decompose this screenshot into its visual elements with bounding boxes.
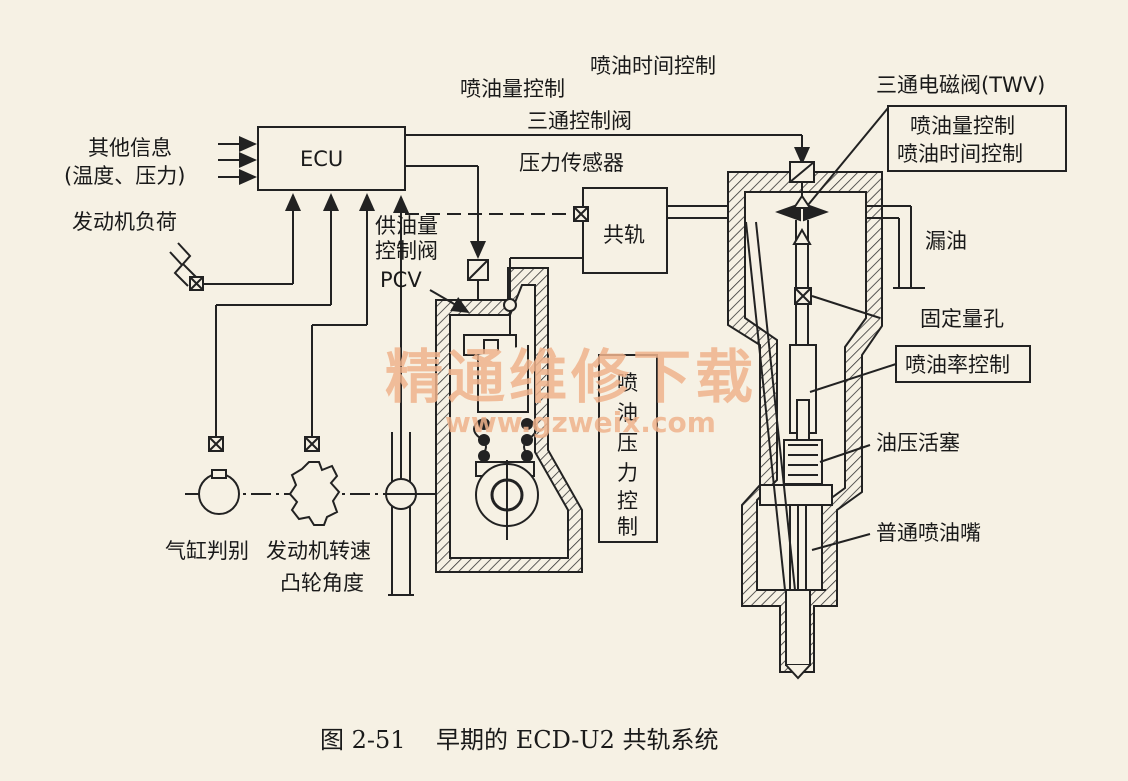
- speed-sensor-line: [304, 193, 375, 452]
- engine-load-sensor: [169, 193, 301, 291]
- fixed-orifice-label: 固定量孔: [920, 307, 1004, 331]
- other-info-label-1: 其他信息: [88, 136, 172, 160]
- pressure-ctrl-char: 压: [617, 431, 638, 455]
- engine-load-label: 发动机负荷: [72, 210, 177, 234]
- injector-body: [727, 161, 925, 680]
- inj-time-label: 喷油时间控制: [590, 54, 716, 78]
- orifice-leader: [811, 295, 881, 319]
- pressure-ctrl-char: 力: [617, 461, 638, 485]
- cyl-discrim-label: 气缸判别: [165, 539, 249, 563]
- common-rail: [405, 187, 790, 274]
- pcv-valve: [405, 165, 489, 314]
- common-rail-label: 共轨: [603, 223, 645, 247]
- hydraulic-piston-label: 油压活塞: [876, 431, 960, 455]
- watermark-url: www.gzweix.com: [445, 406, 716, 439]
- supply-valve-label-1: 供油量: [375, 214, 438, 238]
- ecu-label: ECU: [300, 147, 343, 171]
- figure-caption: 图 2-51 早期的 ECD-U2 共轨系统: [320, 726, 719, 754]
- cam-angle-sensor: [385, 432, 417, 596]
- inj-rate-leader: [809, 363, 897, 393]
- pressure-ctrl-box: [598, 354, 658, 543]
- pressure-ctrl-char: 制: [617, 515, 638, 539]
- supply-pump: [435, 257, 583, 573]
- other-info-arrows: [218, 136, 257, 185]
- twv-label: 三通电磁阀(TWV): [876, 73, 1045, 97]
- three-way-valve-label: 三通控制阀: [527, 109, 632, 133]
- pressure-sensor-label: 压力传感器: [519, 151, 624, 175]
- twv-ctrl-box: [887, 105, 1067, 172]
- twv-box-inj-time: 喷油时间控制: [897, 142, 1023, 166]
- engine-speed-label: 发动机转速: [266, 539, 371, 563]
- inj-qty-label: 喷油量控制: [460, 77, 565, 101]
- piston-leader: [819, 444, 871, 463]
- supply-valve-label-2: 控制阀: [375, 239, 438, 263]
- leak-oil-label: 漏油: [925, 229, 967, 253]
- cam-angle-label: 凸轮角度: [280, 571, 364, 595]
- pressure-ctrl-char: 油: [617, 401, 638, 425]
- pcv-label: PCV: [380, 268, 422, 292]
- normal-nozzle-label: 普通喷油嘴: [876, 521, 981, 545]
- inj-rate-label: 喷油率控制: [905, 353, 1010, 377]
- twv-box-inj-qty: 喷油量控制: [910, 114, 1015, 138]
- pressure-ctrl-char: 喷: [617, 371, 638, 395]
- cyl-discrim-rotor: [198, 469, 240, 515]
- engine-speed-gear: [288, 461, 341, 526]
- nozzle-leader: [811, 533, 871, 551]
- ecu-box: [257, 126, 406, 191]
- cyl-sensor-line: [208, 193, 339, 452]
- other-info-label-2: (温度、压力): [64, 164, 185, 188]
- pressure-ctrl-text: 喷 油 压 力 控 制: [617, 371, 638, 539]
- pressure-ctrl-char: 控: [617, 489, 638, 513]
- twv-control-line: [405, 134, 810, 165]
- twv-leader: [807, 107, 889, 206]
- watermark-main: 精通维修下载: [385, 343, 757, 411]
